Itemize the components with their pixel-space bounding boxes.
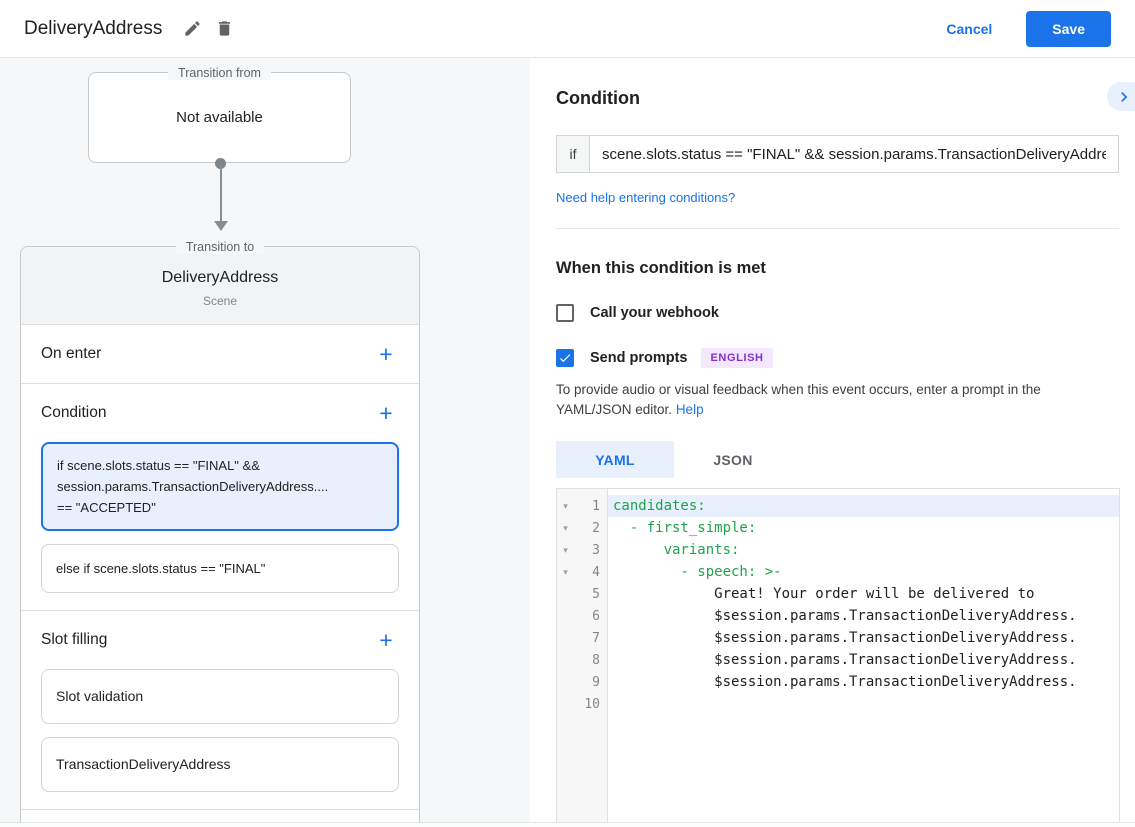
fold-toggle-icon[interactable]: ▾ — [563, 566, 568, 577]
chevron-right-icon — [1121, 91, 1128, 102]
code-line[interactable]: $session.params.TransactionDeliveryAddre… — [613, 608, 1077, 624]
fold-toggle-icon[interactable]: ▾ — [563, 500, 568, 511]
line-number: 7 — [592, 630, 600, 646]
editor-gutter: ▾ 1 ▾ 2 ▾ 3 ▾ 4 5 6 7 8 9 10 — [557, 489, 608, 827]
webhook-checkbox-row: Call your webhook — [556, 304, 1119, 322]
line-number: 2 — [592, 520, 600, 536]
cancel-button[interactable]: Cancel — [946, 20, 993, 37]
condition-item[interactable]: if scene.slots.status == "FINAL" && sess… — [41, 442, 399, 531]
conditions-help-link[interactable]: Need help entering conditions? — [556, 190, 736, 205]
viewport-bottom-edge — [0, 822, 1135, 827]
connector-dot — [215, 158, 226, 169]
connector-arrow-icon — [214, 221, 228, 231]
line-number: 1 — [592, 498, 600, 514]
code-line[interactable]: - first_simple: — [613, 520, 757, 536]
tab-json[interactable]: JSON — [674, 441, 792, 478]
prompt-description: To provide audio or visual feedback when… — [556, 380, 1118, 420]
code-line[interactable]: $session.params.TransactionDeliveryAddre… — [613, 674, 1077, 690]
if-prefix-label: if — [557, 136, 590, 172]
scene-card: Transition to DeliveryAddress Scene On e… — [20, 240, 420, 827]
condition-item[interactable]: else if scene.slots.status == "FINAL" — [41, 544, 399, 593]
section-slot-filling: Slot filling + Slot validation Transacti… — [21, 610, 419, 809]
section-custom-intent: Custom intent handling + — [21, 809, 419, 827]
check-icon — [559, 354, 571, 363]
code-line[interactable]: Great! Your order will be delivered to — [613, 586, 1035, 602]
condition-panel-title: Condition — [556, 88, 640, 108]
line-number: 8 — [592, 652, 600, 668]
slot-item[interactable]: TransactionDeliveryAddress — [41, 737, 399, 792]
delete-scene-button[interactable] — [208, 13, 240, 45]
send-prompts-checkbox[interactable] — [556, 349, 574, 367]
fold-toggle-icon[interactable]: ▾ — [563, 522, 568, 533]
transition-from-box: Transition from Not available — [88, 66, 351, 163]
transition-from-value: Not available — [176, 109, 263, 126]
slot-filling-label: Slot filling — [41, 631, 108, 648]
code-line[interactable] — [608, 693, 1119, 715]
when-condition-met-title: When this condition is met — [556, 259, 766, 277]
add-on-enter-button[interactable]: + — [373, 341, 399, 367]
scene-card-header: DeliveryAddress Scene — [21, 247, 419, 324]
tab-yaml[interactable]: YAML — [556, 441, 674, 478]
code-line[interactable]: - speech: >- — [613, 564, 782, 580]
condition-panel: Condition if Need help entering conditio… — [530, 58, 1135, 827]
prompt-help-link[interactable]: Help — [675, 402, 704, 417]
webhook-checkbox[interactable] — [556, 304, 574, 322]
fold-toggle-icon[interactable]: ▾ — [563, 544, 568, 555]
transition-from-legend: Transition from — [89, 64, 350, 82]
code-line[interactable]: $session.params.TransactionDeliveryAddre… — [613, 652, 1077, 668]
line-number: 10 — [584, 696, 600, 712]
webhook-checkbox-label: Call your webhook — [590, 305, 719, 321]
condition-expression-row: if — [556, 135, 1119, 173]
prompt-description-text: To provide audio or visual feedback when… — [556, 382, 1041, 417]
code-line[interactable]: $session.params.TransactionDeliveryAddre… — [613, 630, 1077, 646]
scene-type-label: Scene — [202, 294, 238, 308]
line-number: 9 — [592, 674, 600, 690]
top-bar: DeliveryAddress Cancel Save — [0, 0, 1135, 58]
save-button[interactable]: Save — [1026, 10, 1111, 47]
on-enter-label: On enter — [41, 345, 102, 362]
trash-icon — [218, 21, 230, 36]
line-number: 3 — [592, 542, 600, 558]
slot-item[interactable]: Slot validation — [41, 669, 399, 724]
editor-code[interactable]: candidates: - first_simple: variants: - … — [608, 489, 1119, 827]
edit-title-button[interactable] — [176, 13, 208, 45]
add-condition-button[interactable]: + — [373, 400, 399, 426]
page-title: DeliveryAddress — [24, 17, 163, 39]
code-line[interactable]: variants: — [613, 542, 740, 558]
condition-label: Condition — [41, 404, 107, 421]
flow-canvas: Transition from Not available Transition… — [0, 58, 530, 827]
send-prompts-checkbox-label: Send prompts — [590, 350, 688, 366]
code-line[interactable]: candidates: — [608, 495, 1119, 517]
collapse-panel-button[interactable] — [1107, 82, 1135, 111]
condition-expression-input[interactable] — [590, 136, 1118, 172]
line-number: 5 — [592, 586, 600, 602]
section-on-enter: On enter + — [21, 324, 419, 383]
connector-line — [220, 166, 222, 222]
scene-name: DeliveryAddress — [161, 269, 279, 286]
pencil-icon — [185, 21, 200, 36]
language-badge: ENGLISH — [701, 348, 773, 368]
section-condition: Condition + if scene.slots.status == "FI… — [21, 383, 419, 610]
send-prompts-checkbox-row: Send prompts ENGLISH — [556, 348, 1119, 368]
panel-divider — [556, 228, 1119, 229]
add-slot-button[interactable]: + — [373, 627, 399, 653]
line-number: 6 — [592, 608, 600, 624]
line-number: 4 — [592, 564, 600, 580]
yaml-code-editor[interactable]: ▾ 1 ▾ 2 ▾ 3 ▾ 4 5 6 7 8 9 10 candidates: - first_simp… — [556, 488, 1120, 827]
editor-format-tabs: YAML JSON — [556, 441, 1119, 478]
